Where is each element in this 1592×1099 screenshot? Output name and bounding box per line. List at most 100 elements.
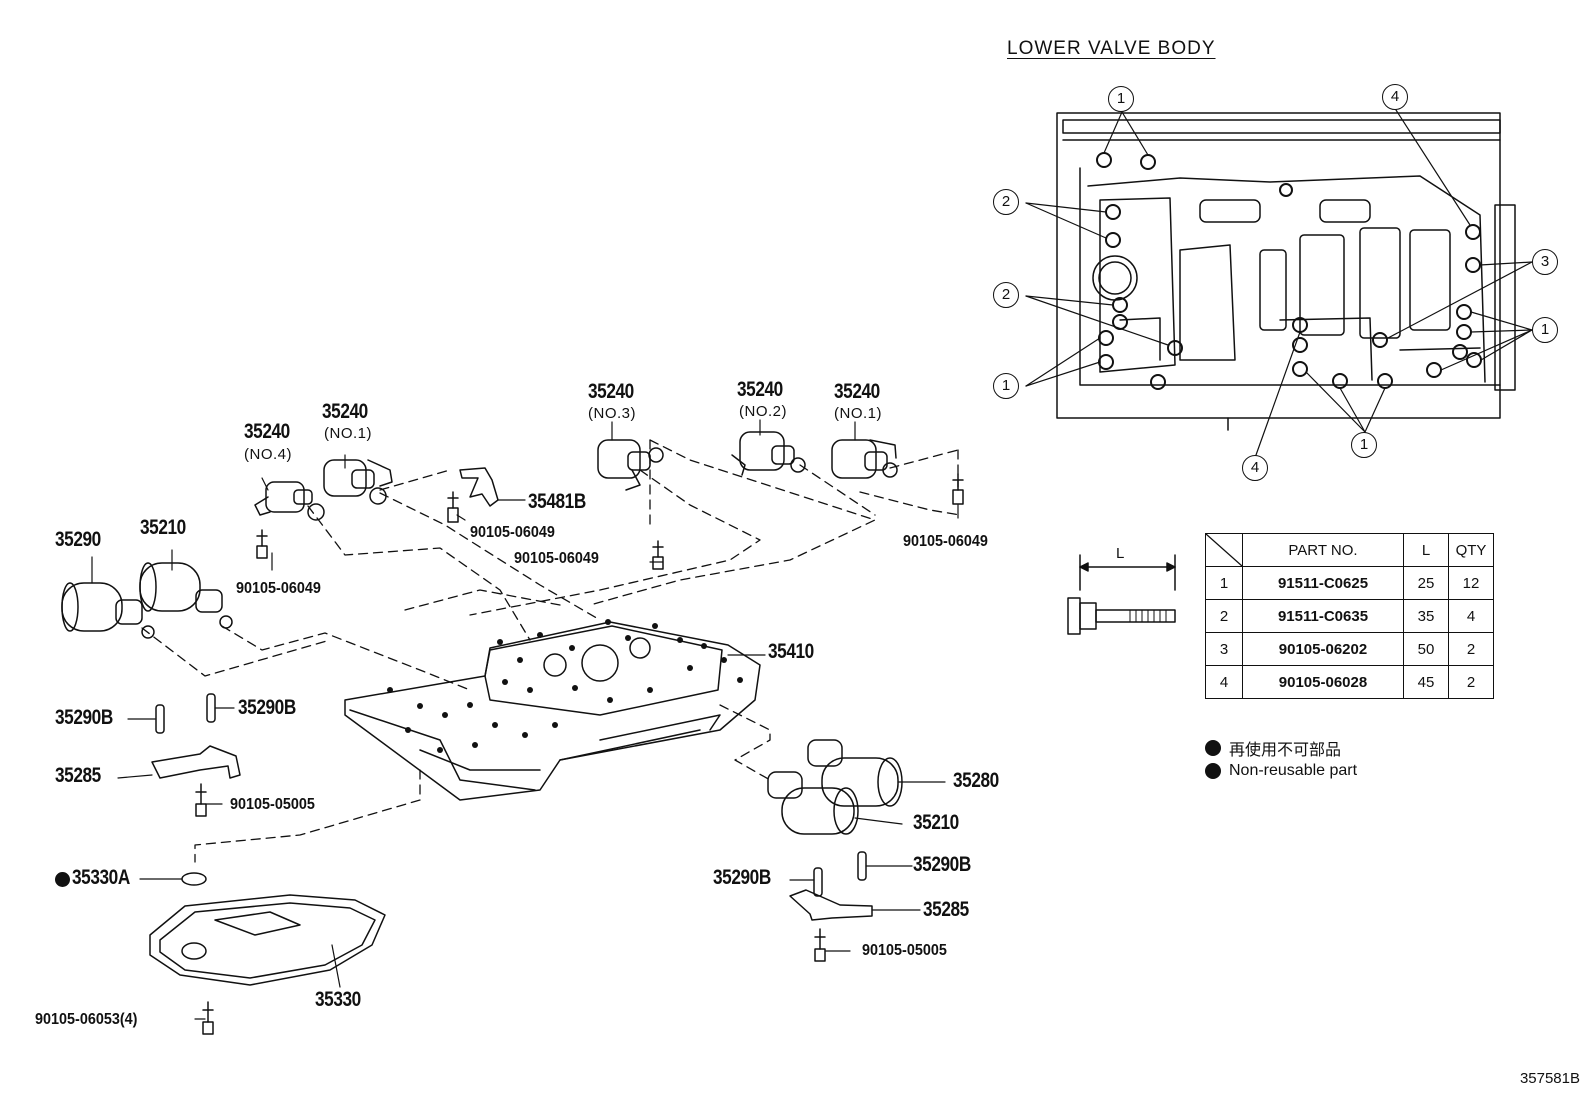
label-35210-right: 35210 xyxy=(913,811,959,834)
bolt-dimension-drawing xyxy=(1067,554,1176,635)
label-35285-right: 35285 xyxy=(923,898,969,921)
label-35330A: 35330A xyxy=(72,866,130,889)
label-35481B: 35481B xyxy=(528,490,586,513)
label-bolt-06049-a: 90105-06049 xyxy=(470,524,555,541)
row-index: 3 xyxy=(1205,632,1243,666)
pin-35290B-right-b xyxy=(813,867,823,897)
label-35290B-left-b: 35290B xyxy=(238,696,296,719)
header-part-no: PART NO. xyxy=(1242,533,1404,567)
legend-japanese: 再使用不可部品 xyxy=(1205,736,1341,760)
legend-jp-text: 再使用不可部品 xyxy=(1229,742,1342,759)
label-bolt-05005-right: 90105-05005 xyxy=(862,942,947,959)
oring-35330A xyxy=(181,872,207,886)
callout-1: 1 xyxy=(1532,317,1558,343)
label-35330: 35330 xyxy=(315,988,361,1011)
bullet-icon xyxy=(1205,763,1221,779)
row-part-no: 90105-06028 xyxy=(1242,665,1404,699)
row-length: 50 xyxy=(1403,632,1449,666)
callout-2: 2 xyxy=(993,282,1019,308)
label-leaders xyxy=(91,419,959,1020)
callout-1: 1 xyxy=(1108,86,1134,112)
non-reusable-marker xyxy=(55,872,70,887)
label-35410: 35410 xyxy=(768,640,814,663)
label-35240-no1-left: 35240 xyxy=(322,400,368,423)
pin-35290B-right-a xyxy=(857,851,867,881)
row-length: 25 xyxy=(1403,566,1449,600)
label-35290B-right-a: 35290B xyxy=(913,853,971,876)
solenoid-35240-no1-right xyxy=(831,439,898,479)
solenoid-35210-right xyxy=(767,771,859,835)
header-l: L xyxy=(1403,533,1449,567)
table-header-row: PART NO. L QTY xyxy=(1205,533,1494,567)
label-35240-no4-sub: (NO.4) xyxy=(244,446,292,463)
label-35290B-right-b: 35290B xyxy=(713,866,771,889)
legend-english: Non-reusable part xyxy=(1205,762,1357,780)
callout-4: 4 xyxy=(1382,84,1408,110)
label-35280: 35280 xyxy=(953,769,999,792)
plate-35285-right xyxy=(789,889,873,921)
callout-3: 3 xyxy=(1532,249,1558,275)
row-qty: 4 xyxy=(1448,599,1494,633)
label-35240-no3-sub: (NO.3) xyxy=(588,405,636,422)
assembly-dashed-lines xyxy=(141,439,961,863)
row-part-no: 91511-C0635 xyxy=(1242,599,1404,633)
solenoid-35240-no3 xyxy=(597,439,664,491)
callout-1: 1 xyxy=(993,373,1019,399)
table-row: 1 91511-C0625 25 12 xyxy=(1205,566,1494,600)
oil-strainer-35330 xyxy=(149,894,386,986)
table-row: 3 90105-06202 50 2 xyxy=(1205,632,1494,666)
label-35240-no4: 35240 xyxy=(244,420,290,443)
callout-1: 1 xyxy=(1351,432,1377,458)
label-35290B-left-a: 35290B xyxy=(55,706,113,729)
bolts xyxy=(195,473,964,1035)
label-bolt-06049-c: 90105-06049 xyxy=(236,580,321,597)
label-35240-no1-right-sub: (NO.1) xyxy=(834,405,882,422)
table-corner-cell xyxy=(1205,533,1243,567)
label-35240-no3: 35240 xyxy=(588,380,634,403)
row-qty: 2 xyxy=(1448,665,1494,699)
label-bolt-06049-b: 90105-06049 xyxy=(514,550,599,567)
label-35240-no2: 35240 xyxy=(737,378,783,401)
label-35285-left: 35285 xyxy=(55,764,101,787)
callout-4: 4 xyxy=(1242,455,1268,481)
bullet-icon xyxy=(1205,740,1221,756)
label-35240-no1-left-sub: (NO.1) xyxy=(324,425,372,442)
row-index: 1 xyxy=(1205,566,1243,600)
callout-2: 2 xyxy=(993,189,1019,215)
label-35210-left: 35210 xyxy=(140,516,186,539)
row-index: 2 xyxy=(1205,599,1243,633)
bolt-length-label: L xyxy=(1116,545,1125,562)
solenoid-35240-no2 xyxy=(731,431,806,476)
row-length: 45 xyxy=(1403,665,1449,699)
legend-en-text: Non-reusable part xyxy=(1229,762,1358,779)
row-qty: 2 xyxy=(1448,632,1494,666)
label-bolt-06053: 90105-06053(4) xyxy=(35,1011,138,1028)
header-qty: QTY xyxy=(1448,533,1494,567)
figure-number: 357581B xyxy=(1519,1070,1580,1087)
solenoid-35210-left xyxy=(139,562,233,629)
pin-35290B-left-b xyxy=(206,693,216,723)
solenoid-35240-no1-left xyxy=(323,459,393,505)
row-length: 35 xyxy=(1403,599,1449,633)
label-bolt-05005-left: 90105-05005 xyxy=(230,796,315,813)
label-bolt-06049-d: 90105-06049 xyxy=(903,533,988,550)
row-part-no: 90105-06202 xyxy=(1242,632,1404,666)
row-index: 4 xyxy=(1205,665,1243,699)
bracket-35481B xyxy=(459,467,499,507)
label-35290: 35290 xyxy=(55,528,101,551)
valve-body-35410 xyxy=(344,619,761,801)
row-qty: 12 xyxy=(1448,566,1494,600)
pin-35290B-left-a xyxy=(155,704,165,734)
table-row: 2 91511-C0635 35 4 xyxy=(1205,599,1494,633)
solenoid-35240-no4 xyxy=(254,481,325,521)
plate-35285-left xyxy=(151,745,241,779)
bolt-spec-table: PART NO. L QTY 1 91511-C0625 25 12 2 915… xyxy=(1205,533,1494,699)
table-row: 4 90105-06028 45 2 xyxy=(1205,665,1494,699)
label-35240-no1-right: 35240 xyxy=(834,380,880,403)
lower-valve-body-drawing xyxy=(1025,109,1533,456)
row-part-no: 91511-C0625 xyxy=(1242,566,1404,600)
section-title: LOWER VALVE BODY xyxy=(1007,38,1216,59)
label-35240-no2-sub: (NO.2) xyxy=(739,403,787,420)
